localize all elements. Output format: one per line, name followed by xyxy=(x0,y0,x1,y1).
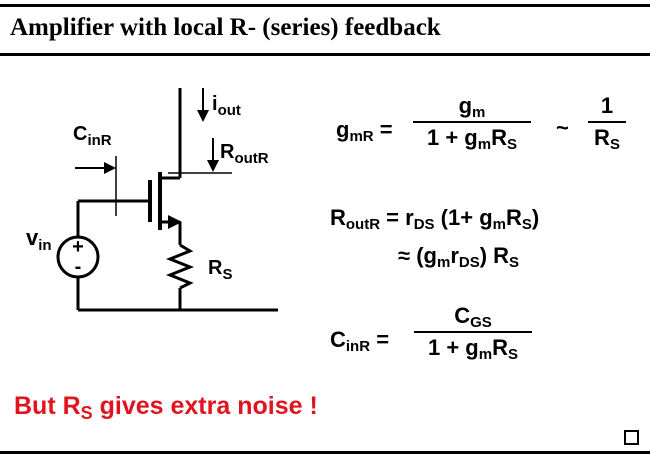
noise-note: But RS gives extra noise ! xyxy=(14,392,318,423)
routr-arrow-icon xyxy=(207,160,219,172)
cinr-label: CinR xyxy=(73,123,112,149)
cinr-numerator: CGS xyxy=(454,303,492,331)
source-minus: - xyxy=(75,256,82,278)
iout-label: iout xyxy=(212,93,241,119)
gmr-lhs: gmR = xyxy=(336,117,393,145)
routr-label: RoutR xyxy=(220,141,269,167)
end-of-slide-box-icon xyxy=(624,430,639,445)
gmr-approx-numerator: 1 xyxy=(600,93,614,118)
gmr-approx: ~ xyxy=(556,115,569,140)
routr-eq-line2: ≈ (gmrDS) RS xyxy=(398,243,520,271)
resistor-rs xyxy=(165,243,195,290)
source-plus: + xyxy=(72,236,84,258)
voltage-source-icon xyxy=(56,235,100,279)
circuit-diagram: + - vin CinR iout RoutR RS xyxy=(26,88,278,312)
routr-eq-line1: RoutR = rDS (1+ gmRS) xyxy=(330,205,540,233)
cinr-denominator: 1 + gmRS xyxy=(428,335,518,363)
gmr-approx-denominator: RS xyxy=(594,125,620,153)
bottom-rule xyxy=(0,451,650,454)
slide-title: Amplifier with local R- (series) feedbac… xyxy=(10,14,441,41)
gmr-fraction: gm 1 + gmRS xyxy=(413,93,531,153)
cinr-arrow-icon xyxy=(104,162,116,174)
gmr-fraction-bar xyxy=(413,121,531,123)
gmr-numerator: gm xyxy=(458,93,486,121)
cinr-fraction-bar xyxy=(414,331,532,333)
iout-arrow-icon xyxy=(197,110,209,122)
gmr-denominator: 1 + gmRS xyxy=(427,125,517,153)
gmr-approx-bar xyxy=(588,121,626,123)
top-rule xyxy=(0,4,650,7)
title-underline xyxy=(0,53,650,56)
mosfet-source-arrow-icon xyxy=(168,215,182,229)
vin-label: vin xyxy=(26,225,52,254)
gmr-approx-fraction: 1 RS xyxy=(588,93,626,153)
cinr-lhs: CinR = xyxy=(330,327,390,355)
cinr-fraction: CGS 1 + gmRS xyxy=(414,303,532,363)
rs-label: RS xyxy=(208,257,232,283)
